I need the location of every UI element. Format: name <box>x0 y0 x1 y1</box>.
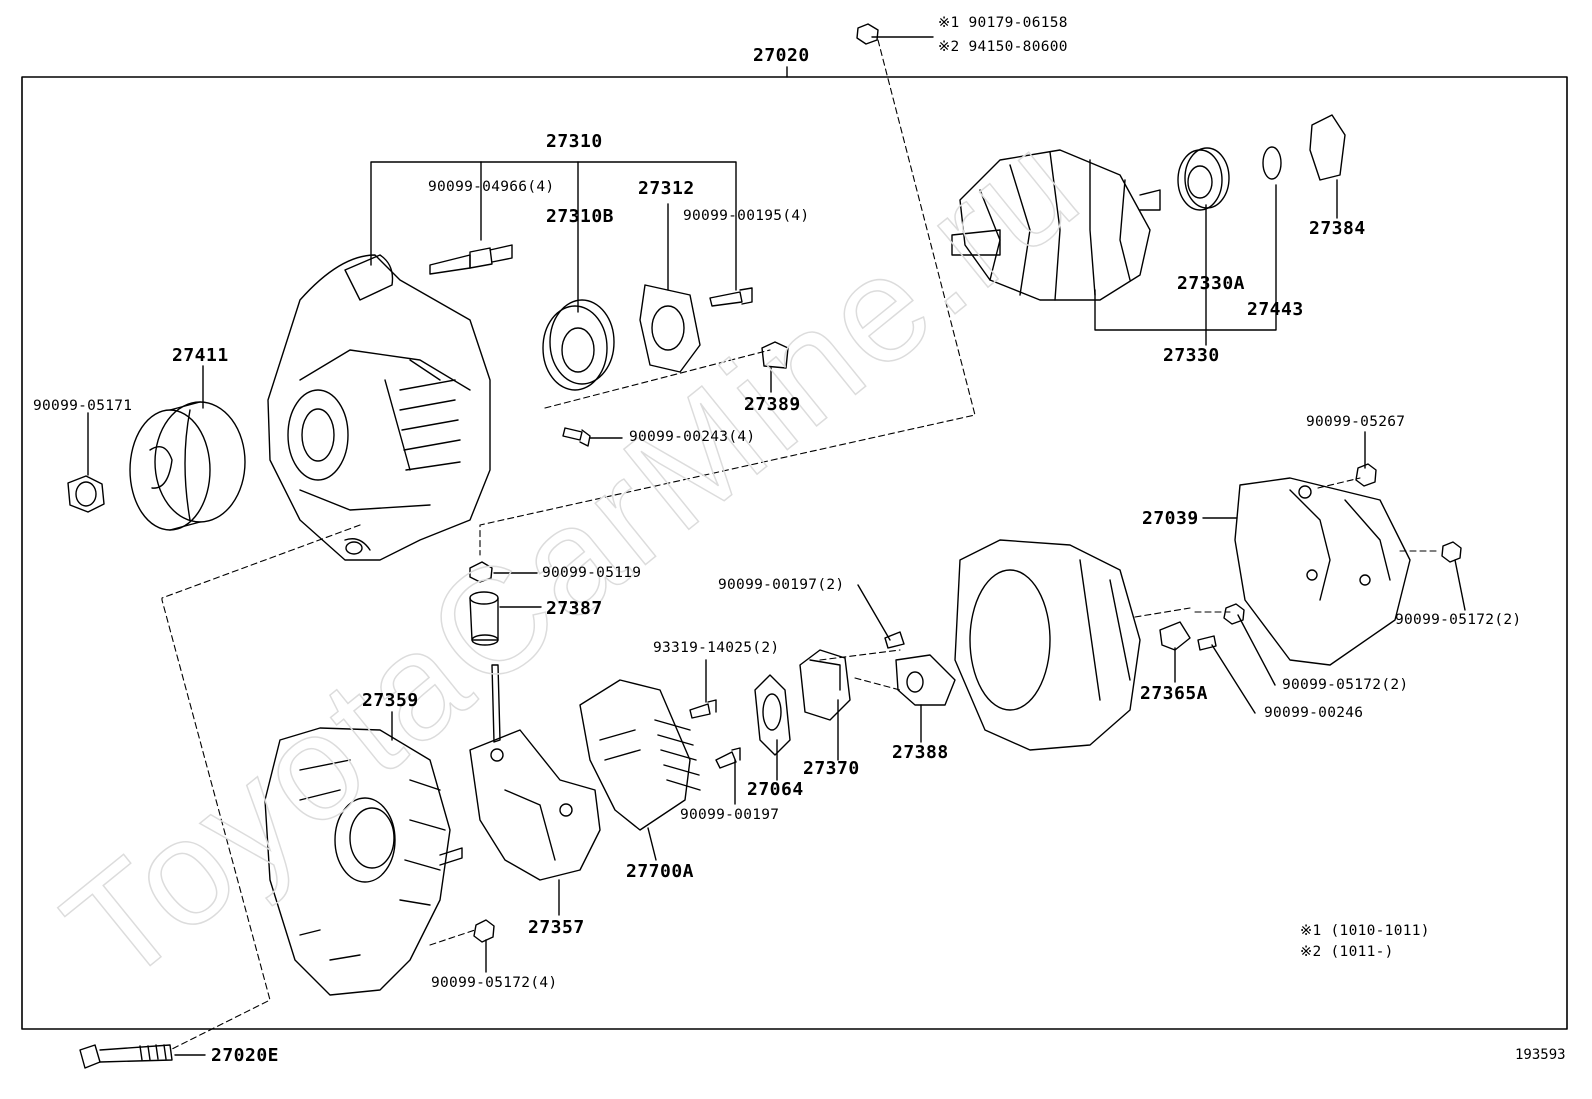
label-90099-05119: 90099-05119 <box>542 565 642 581</box>
insulator-27365A <box>1159 621 1191 651</box>
label-27310B: 27310B <box>546 206 615 227</box>
label-90099-04966: 90099-04966(4) <box>428 179 555 195</box>
retainer-27312 <box>639 284 701 373</box>
label-27389: 27389 <box>744 394 801 415</box>
screw-90099-00195 <box>709 287 753 307</box>
label-27365A: 27365A <box>1140 683 1209 704</box>
label-27411: 27411 <box>172 345 229 366</box>
rotor-27330 <box>951 149 1161 301</box>
stud-90099-04966 <box>429 244 513 275</box>
label-90099-05172-4: 90099-05172(4) <box>431 975 558 991</box>
label-27039: 27039 <box>1142 508 1199 529</box>
screw-90099-00197 <box>715 747 741 769</box>
label-27443: 27443 <box>1247 299 1304 320</box>
label-93319-14025: 93319-14025(2) <box>653 640 780 656</box>
bolt-27020E <box>79 1044 173 1069</box>
label-27310: 27310 <box>546 131 603 152</box>
bearing-27310B <box>542 299 615 391</box>
brush-holder-27357 <box>469 664 601 881</box>
label-90099-00243: 90099-00243(4) <box>629 429 756 445</box>
pulley-27411 <box>129 401 246 531</box>
dashed-top-bolt-line <box>479 39 976 556</box>
legend-note-1: ※1 (1010-1011) <box>1300 923 1430 939</box>
label-27357: 27357 <box>528 917 585 938</box>
label-27020E: 27020E <box>211 1045 280 1066</box>
label-90099-00197: 90099-00197 <box>680 807 780 823</box>
bracket-27330 <box>1094 184 1277 331</box>
brush-cover-27370 <box>799 649 851 721</box>
screw-90099-00243 <box>562 427 591 447</box>
frame-27359 <box>264 727 463 996</box>
label-27330: 27330 <box>1163 345 1220 366</box>
nut-90099-05172-mid <box>1223 603 1245 625</box>
label-90099-05171: 90099-05171 <box>33 398 133 414</box>
rear-frame <box>954 539 1141 751</box>
bushing-27387 <box>469 591 499 646</box>
assembly-frame <box>21 76 1568 1030</box>
label-90099-05172-2b: 90099-05172(2) <box>1282 677 1409 693</box>
ring-27443 <box>1262 146 1282 180</box>
legend-note-2: ※2 (1011-) <box>1300 944 1394 960</box>
label-27064: 27064 <box>747 779 804 800</box>
regulator-27700A <box>579 679 701 831</box>
label-27387: 27387 <box>546 598 603 619</box>
cover-27388 <box>895 654 956 706</box>
label-90099-00246: 90099-00246 <box>1264 705 1364 721</box>
nut-90099-05172-right <box>1441 541 1462 563</box>
diagram-id: 193593 <box>1515 1047 1566 1063</box>
nut-90099-05172-bottom <box>473 919 495 943</box>
note-top-part-1: ※1 90179-06158 <box>938 15 1068 31</box>
screw-90099-00197-2 <box>884 631 905 649</box>
bracket-27310 <box>370 161 737 291</box>
label-27312: 27312 <box>638 178 695 199</box>
screw-93319-14025 <box>689 699 717 719</box>
cover-27384 <box>1309 114 1346 181</box>
label-27700A: 27700A <box>626 861 695 882</box>
label-27370: 27370 <box>803 758 860 779</box>
bearing-27330A <box>1177 147 1230 211</box>
nut-90099-05119 <box>469 561 493 583</box>
note-top-part-2: ※2 94150-80600 <box>938 39 1068 55</box>
label-27330A: 27330A <box>1177 273 1246 294</box>
nut-90099-05171 <box>67 475 105 513</box>
label-90099-05172-2a: 90099-05172(2) <box>1395 612 1522 628</box>
nut-90099-05267 <box>1355 463 1377 487</box>
label-90099-00195: 90099-00195(4) <box>683 208 810 224</box>
rear-cover-27039 <box>1234 477 1411 666</box>
label-27359: 27359 <box>362 690 419 711</box>
dashed-left-line <box>161 524 361 1051</box>
label-27384: 27384 <box>1309 218 1366 239</box>
label-27020: 27020 <box>753 45 810 66</box>
nut-top <box>856 23 879 45</box>
label-90099-00197-2: 90099-00197(2) <box>718 577 845 593</box>
label-27388: 27388 <box>892 742 949 763</box>
gasket-27064 <box>754 674 791 756</box>
housing-27310 <box>267 254 491 561</box>
label-90099-05267: 90099-05267 <box>1306 414 1406 430</box>
cap-27389 <box>761 341 789 369</box>
screw-90099-00246 <box>1197 635 1217 651</box>
